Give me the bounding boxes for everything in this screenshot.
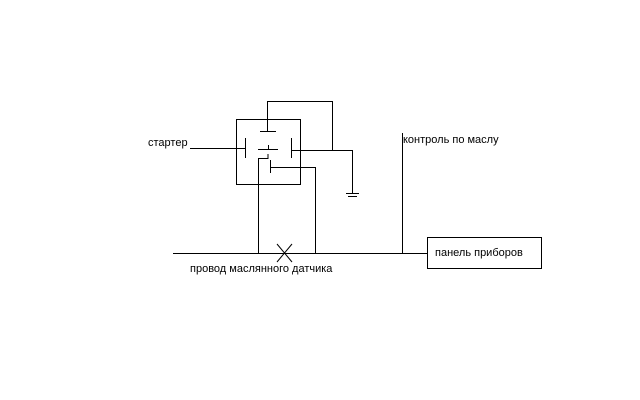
- oil-control-label: контроль по маслу: [403, 134, 499, 146]
- cut-mark-icon: [276, 243, 293, 263]
- relay-left-wire: [258, 154, 269, 253]
- ground-wire: [291, 150, 353, 193]
- dashboard-box: [427, 237, 542, 269]
- ground-icon: [346, 193, 359, 197]
- relay-contacts: [245, 124, 292, 173]
- relay-lower-wire: [270, 167, 316, 253]
- dashboard-label: панель приборов: [435, 247, 523, 259]
- relay-box: [236, 119, 301, 185]
- oil-sensor-wire-label: провод маслянного датчика: [190, 263, 333, 275]
- starter-label: стартер: [148, 137, 188, 149]
- relay-top-loop-wire: [267, 101, 333, 150]
